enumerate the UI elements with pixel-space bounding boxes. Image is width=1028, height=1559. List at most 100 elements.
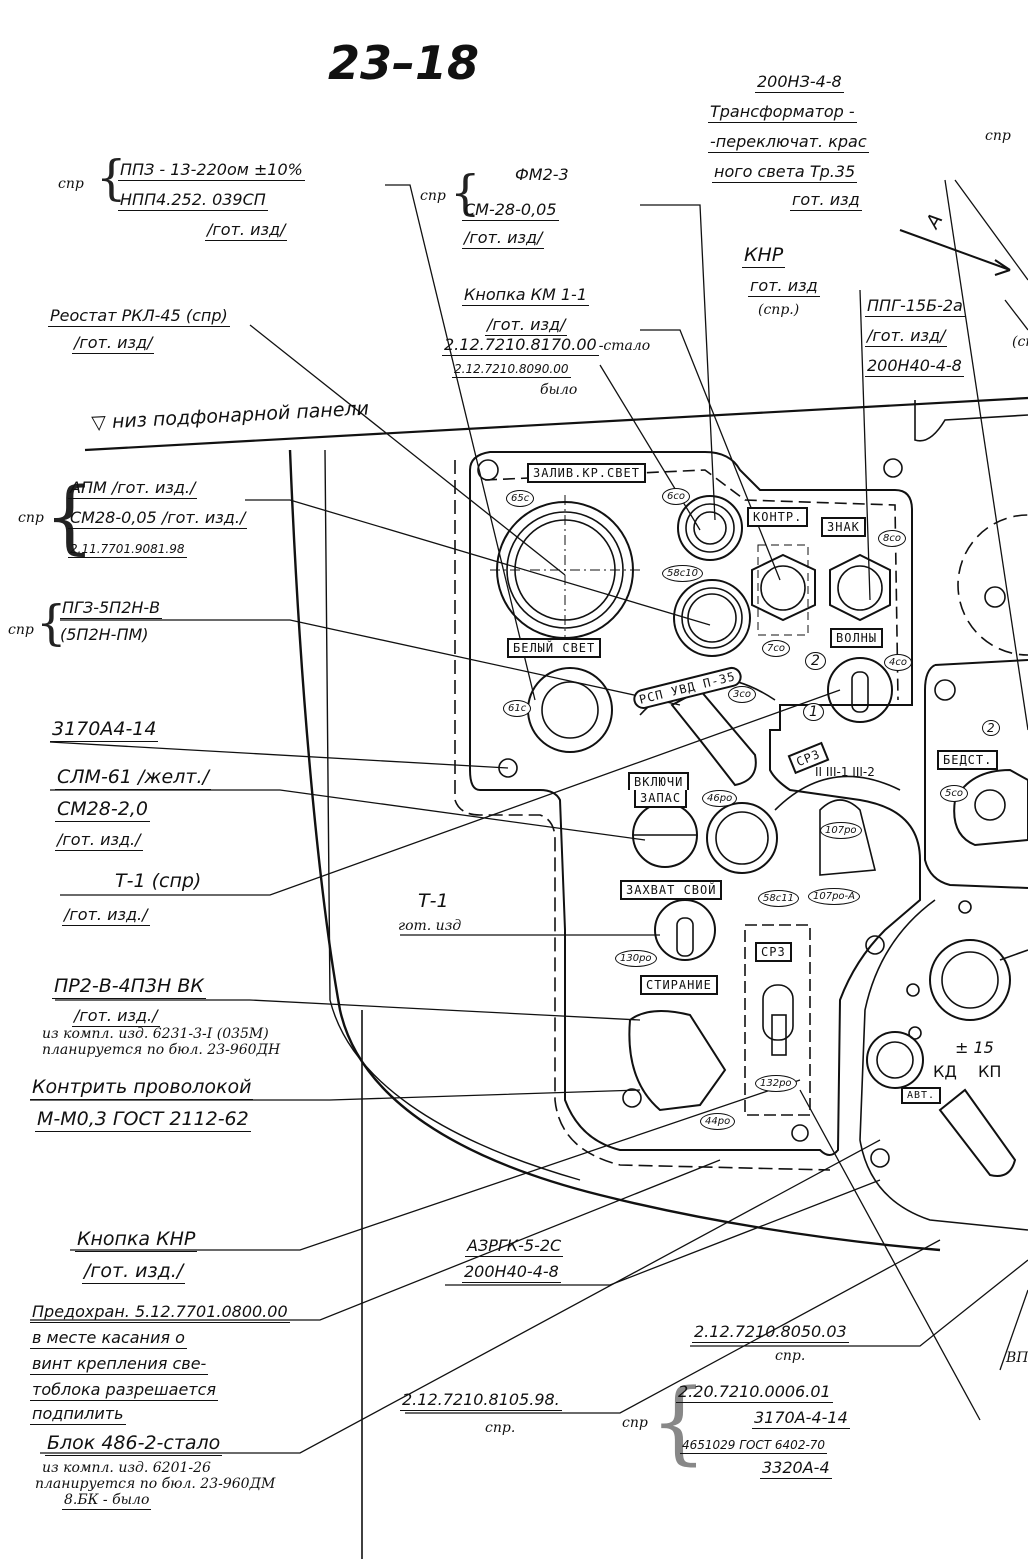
spare-mark: спр	[622, 1415, 648, 1431]
km-button-label: Кнопка КМ 1-1	[462, 285, 590, 306]
leader-knopka-km	[640, 329, 781, 581]
km-part-new-number: 2.12.7210.8170.00	[442, 335, 599, 356]
stack-screw: 3170А-4-14	[752, 1408, 850, 1429]
position-number: 44ро	[700, 1113, 736, 1130]
plate-auto: АВТ.	[901, 1087, 942, 1104]
position-number: 58с10	[662, 565, 703, 582]
transformer-label: Трансформатор -	[708, 102, 857, 123]
ready-item-note: /гот. изд/	[462, 228, 545, 249]
plate-srz-box: СРЗ	[755, 942, 792, 962]
fuse-guard-note-3: тоблока разрешается	[30, 1380, 219, 1401]
label-kd: КД	[933, 1062, 957, 1081]
bedst-guard	[953, 768, 1028, 847]
leader-8090	[599, 364, 701, 531]
screw	[477, 459, 499, 481]
position-number: 4со	[884, 654, 912, 671]
position-number: 107ро	[820, 822, 862, 839]
position-number: 61с	[503, 700, 532, 717]
leader-8105	[405, 1239, 941, 1414]
fuse-guard-note-4: подпилить	[30, 1404, 126, 1425]
leader-slm	[50, 789, 646, 841]
pgz-alt-label: (5П2Н-ПМ)	[60, 625, 149, 644]
leader-blok	[40, 1139, 881, 1454]
circuit-breaker-part: 200Н40-4-8	[462, 1262, 561, 1283]
right-knob-avt	[866, 1031, 924, 1089]
position-number: 132ро	[755, 1075, 797, 1092]
plate-flood-red-light: ЗАЛИВ.КР.СВЕТ	[527, 463, 646, 483]
spare-mark: спр	[8, 622, 34, 638]
right-top-dashed-ring	[957, 514, 1028, 656]
ppz-part-number: НПП4.252. 039СП	[118, 190, 268, 211]
leader-3170	[49, 741, 509, 769]
slm-lamp-label: СЛМ-61 /желт./	[55, 766, 211, 790]
plate-reserve: ЗАПАС	[634, 790, 688, 808]
right-lower-outline	[859, 899, 1028, 1231]
panel-outline-inner	[324, 449, 581, 1181]
position-number: 107ро-А	[808, 888, 861, 905]
spare-mark: спр.	[775, 1348, 806, 1364]
km-part-new: 2.12.7210.8170.00-стало	[442, 335, 650, 356]
block-486-label: Блок 486-2-стало	[45, 1432, 223, 1456]
position-number: 5со	[940, 785, 968, 802]
position-number: 46ро	[702, 790, 738, 807]
spare-mark: спр.	[485, 1420, 516, 1436]
fuse-guard-note-2: винт крепления све-	[30, 1354, 209, 1375]
knr-button-label: Кнопка КНР	[75, 1228, 198, 1252]
spare-mark: (сп	[1012, 334, 1028, 350]
brace: {	[450, 165, 481, 221]
apm-lamp-label: АПМ /гот. изд./	[68, 478, 198, 499]
brace: {	[96, 150, 127, 206]
screw	[958, 900, 972, 914]
leader-azrgk	[445, 1179, 881, 1286]
ppg-part-number: 200Н40-4-8	[865, 356, 964, 377]
leader-ppg	[1004, 299, 1028, 331]
screw	[870, 1148, 890, 1168]
plate-switch-on: ВКЛЮЧИ	[628, 772, 690, 790]
ready-item-note: /гот. изд/	[72, 333, 155, 354]
knr-label: КНР	[742, 244, 786, 268]
fm-lamp-label: ФМ2-3	[515, 165, 569, 184]
leader-kontrit	[30, 1089, 641, 1101]
position-number: 65с	[506, 490, 535, 507]
spare-mark: (спр.)	[758, 302, 800, 318]
brace: {	[36, 595, 67, 651]
circuit-breaker-label: АЗРГК-5-2С	[465, 1236, 564, 1257]
stack-washer: 4651029 ГОСТ 6402-70	[680, 1438, 828, 1454]
kd-kp-switch-handle	[938, 1088, 1017, 1177]
circle-callout: 2	[805, 652, 826, 670]
was-note: было	[540, 382, 578, 398]
label-kp: КП	[978, 1062, 1002, 1081]
leader-knopka-knr	[70, 1079, 801, 1251]
transformer-part-number: 200НЗ-4-8	[755, 72, 844, 93]
ready-item-note: /гот. изд./	[55, 830, 143, 851]
leader-fm	[640, 204, 716, 521]
edge-label: ВП	[1006, 1350, 1028, 1366]
leader-apm	[245, 499, 711, 626]
transformer-label-cont2: ного света Тр.35	[712, 162, 858, 183]
kontr-button-hex	[751, 553, 816, 622]
toggle-130ro	[654, 899, 716, 961]
leader-transformer	[954, 179, 1028, 281]
circle-callout: 2	[982, 720, 1000, 736]
leader-knr	[859, 289, 871, 601]
pgz-switch-label: ПГЗ-5П2Н-В	[60, 598, 163, 619]
plate-sign: ЗНАК	[821, 517, 866, 537]
right-top-outline	[914, 400, 1028, 442]
ready-item-note: гот. изд	[398, 918, 462, 934]
ready-item-note: /гот. изд./	[72, 1006, 160, 1027]
erase-switch	[628, 1010, 727, 1112]
lockwire-spec: М-М0,3 ГОСТ 2112-62	[35, 1108, 251, 1132]
apm-bulb-label: СМ28-0,05 /гот. изд./	[68, 508, 248, 529]
leader-pr2	[55, 999, 641, 1021]
plate-control: КОНТР.	[747, 507, 809, 527]
fm-lamp-bulb: СМ-28-0,05	[462, 200, 559, 221]
kit-source-note: из компл. изд. 6201-26	[42, 1460, 211, 1476]
spare-mark: спр	[985, 128, 1011, 144]
srz-box-dashed	[744, 924, 811, 1116]
screw	[934, 679, 956, 701]
main-panel-outline	[469, 451, 921, 1156]
ready-item-note: гот. изд	[748, 276, 820, 297]
lockwire-note: Контрить проволокой	[30, 1076, 254, 1100]
srz-rotary	[819, 799, 877, 876]
znak-button-hex	[829, 553, 891, 622]
